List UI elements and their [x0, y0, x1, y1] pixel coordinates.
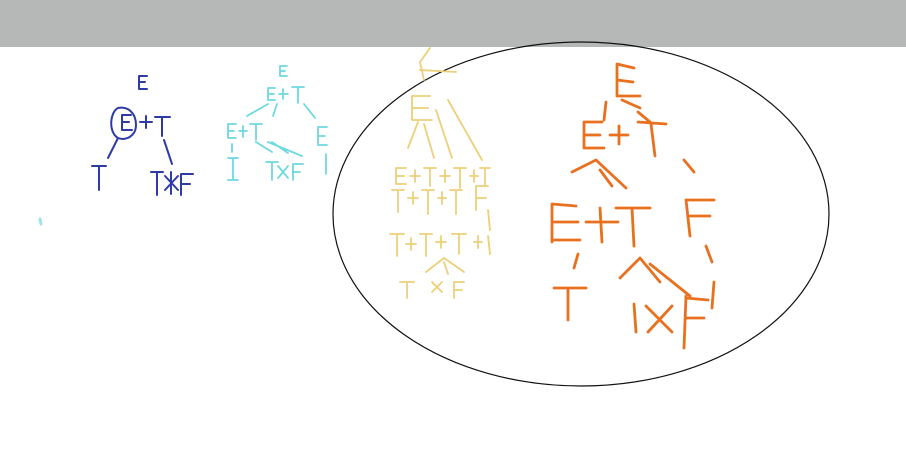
- blue-parse-tree: [91, 75, 194, 196]
- yellow-parse-tree: [389, 47, 491, 299]
- ellipse-annotation: [332, 41, 830, 387]
- orange-parse-tree: [550, 62, 716, 350]
- top-toolbar: [0, 0, 906, 47]
- stray-mark: [38, 217, 43, 226]
- cyan-parse-tree: [227, 65, 328, 181]
